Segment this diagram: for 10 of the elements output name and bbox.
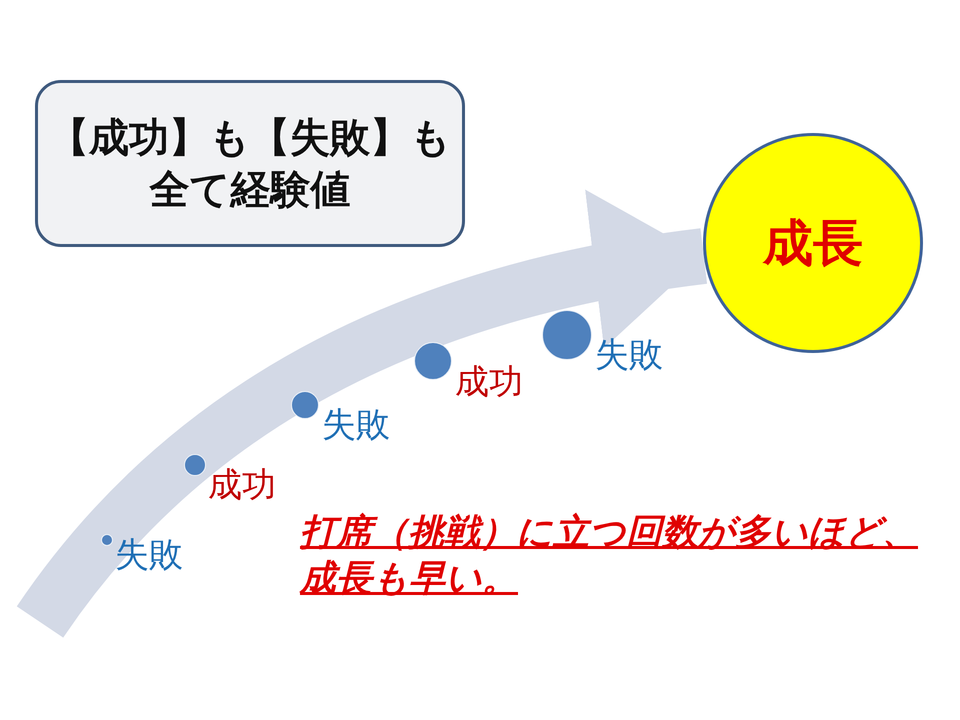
curved-arrow <box>17 192 708 639</box>
dot-label: 成功 <box>208 465 276 505</box>
dot-label: 成功 <box>455 362 523 402</box>
goal-text: 成長 <box>763 212 863 274</box>
box-heading: 【成功】も【失敗】も全て経験値 <box>48 114 452 214</box>
dot-label: 失敗 <box>322 405 390 445</box>
rounded-text-box <box>35 80 465 247</box>
note-text: 打席（挑戦）に立つ回数が多いほど、成長も早い。 <box>300 511 919 601</box>
dot-label: 失敗 <box>115 535 183 575</box>
dot-label: 失敗 <box>595 335 663 375</box>
